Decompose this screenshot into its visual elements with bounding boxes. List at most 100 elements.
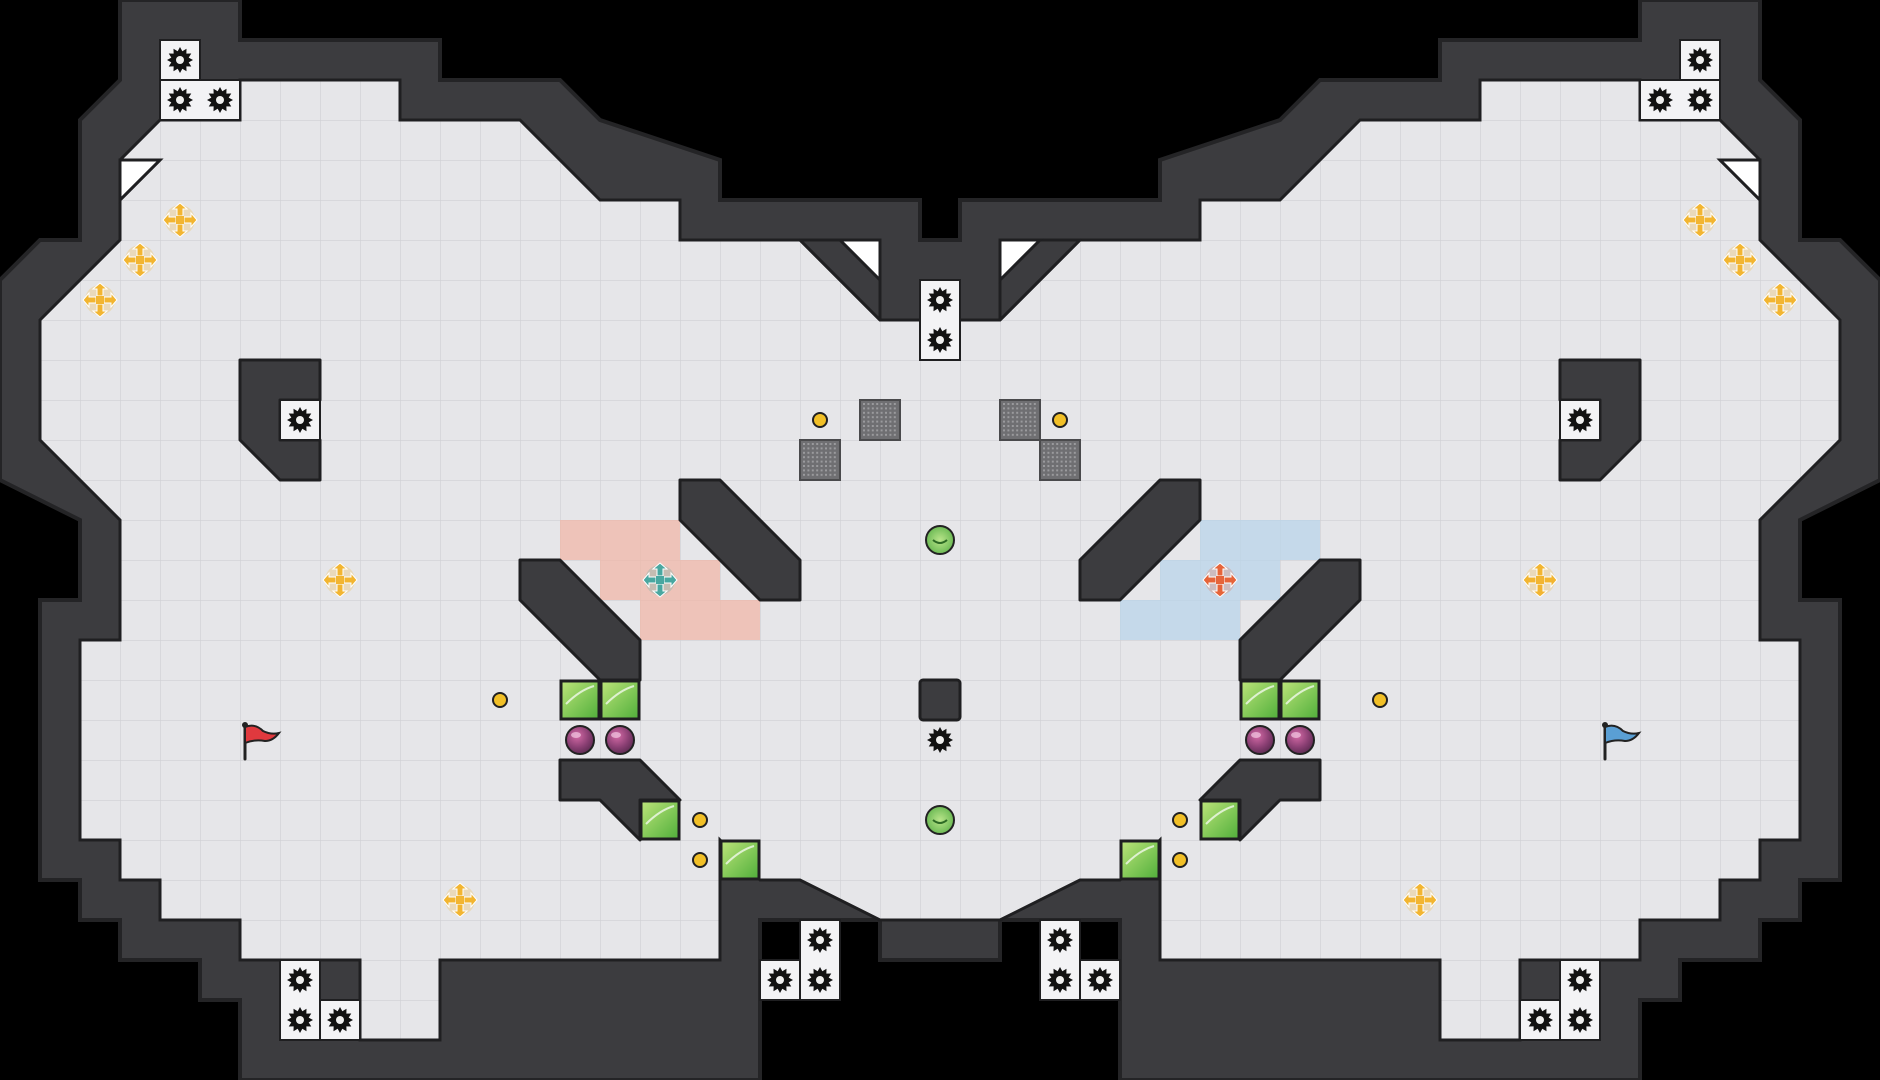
gate-dot (880, 433, 883, 436)
flags-layer (242, 722, 1642, 761)
gate-dot (1051, 451, 1054, 454)
spike-icon (1567, 407, 1593, 433)
gate-dot (1025, 433, 1027, 436)
gate-dot (893, 420, 896, 423)
boost-icon-arrow (442, 891, 457, 909)
gate-dot (1007, 425, 1010, 427)
powerup-box-body (1279, 679, 1321, 721)
boost-icon-arrow (1411, 903, 1429, 918)
spike-core (1576, 976, 1584, 984)
gate-dot (803, 451, 805, 454)
portal-icon (925, 525, 955, 555)
gate-dot (1011, 433, 1014, 436)
spike-icon (927, 727, 953, 753)
gate-dot (1073, 443, 1076, 445)
gate-dot (829, 443, 832, 445)
spike-icon (807, 927, 833, 953)
gate-dot (1029, 433, 1032, 436)
team-boost-icon-center (1216, 576, 1224, 584)
boost-icon-arrow (1762, 291, 1777, 309)
portal-body (925, 805, 955, 835)
boost-icon-arrow (1731, 263, 1749, 278)
corner-triangle (836, 238, 882, 284)
gate-dot (807, 456, 810, 459)
boost-icon-arrow (1691, 223, 1709, 238)
gate-dot (1020, 433, 1023, 436)
team-zones (560, 520, 1320, 640)
gate-dot (871, 433, 874, 436)
gate-dot (803, 447, 805, 450)
gate-dot (1020, 416, 1023, 419)
gate-dot (816, 451, 819, 454)
bomb-icon (1245, 725, 1275, 755)
gate-dot (1007, 416, 1010, 419)
gate-dot (820, 447, 823, 450)
gate-dot (825, 469, 827, 472)
gate-dot (1051, 465, 1054, 467)
gate-dot (863, 420, 865, 423)
boost-icon-arrow (131, 263, 149, 278)
gate-dot (825, 465, 827, 467)
spike-core (1536, 1016, 1544, 1024)
gate-dot (889, 433, 892, 436)
boost-icon-arrow (183, 211, 198, 229)
gate-dot (1065, 456, 1067, 459)
gate-dot (1003, 433, 1005, 436)
blue-zone-tile (1200, 600, 1240, 640)
portal-swirl (932, 539, 948, 544)
gate-dot (833, 443, 836, 445)
gate-dot (1073, 447, 1076, 450)
boost-icon (322, 562, 358, 598)
boost-icon-arrow (171, 202, 189, 217)
boost-icon-arrow (331, 562, 349, 577)
red-zone-tile (680, 560, 720, 600)
spike-icon (207, 87, 233, 113)
gate-dot (820, 443, 823, 445)
gate-dot (811, 469, 814, 472)
gate-dot (825, 460, 827, 463)
spike-icon (1567, 1007, 1593, 1033)
gate-base (1039, 439, 1081, 481)
spike-core (1056, 976, 1064, 984)
gate-base (859, 399, 901, 441)
bomb-icon (565, 725, 595, 755)
gate-dot (816, 465, 819, 467)
gate-dot (1060, 451, 1063, 454)
gate-dot (807, 447, 810, 450)
gate-dot (1047, 451, 1050, 454)
gate-dot (871, 425, 874, 427)
gate-dot (863, 416, 865, 419)
gate-dot (1003, 429, 1005, 432)
gate-dot (1011, 411, 1014, 414)
gate-dot (1056, 460, 1059, 463)
gate-dot (1051, 473, 1054, 476)
gate-dot (863, 433, 865, 436)
gate-dot (1069, 460, 1072, 463)
gate-dot (1047, 460, 1050, 463)
spike-core (1576, 416, 1584, 424)
gate-dot (876, 420, 879, 423)
coin-dot (692, 852, 708, 868)
boost-icon (1402, 882, 1438, 918)
gate-dot (820, 456, 823, 459)
powerup-box (559, 679, 601, 721)
gate-dot (811, 460, 814, 463)
gate-dot (867, 425, 870, 427)
boost-icon-arrow (1771, 303, 1789, 318)
spike-icon (927, 287, 953, 313)
powerup-box-shine (565, 685, 595, 705)
coin-dot (1172, 852, 1188, 868)
coin-dot (812, 412, 828, 428)
red-zone-tile (680, 600, 720, 640)
team-boosts-layer (642, 562, 1238, 598)
gate-dot (871, 420, 874, 423)
powerup-box-shine (1285, 685, 1315, 705)
boost-icon-arrow (1402, 891, 1417, 909)
spike-core (1696, 56, 1704, 64)
gate-dot (811, 443, 814, 445)
portal-body (925, 525, 955, 555)
coin-dot (1372, 692, 1388, 708)
gate-base (999, 399, 1041, 441)
spike-icon (1087, 967, 1113, 993)
